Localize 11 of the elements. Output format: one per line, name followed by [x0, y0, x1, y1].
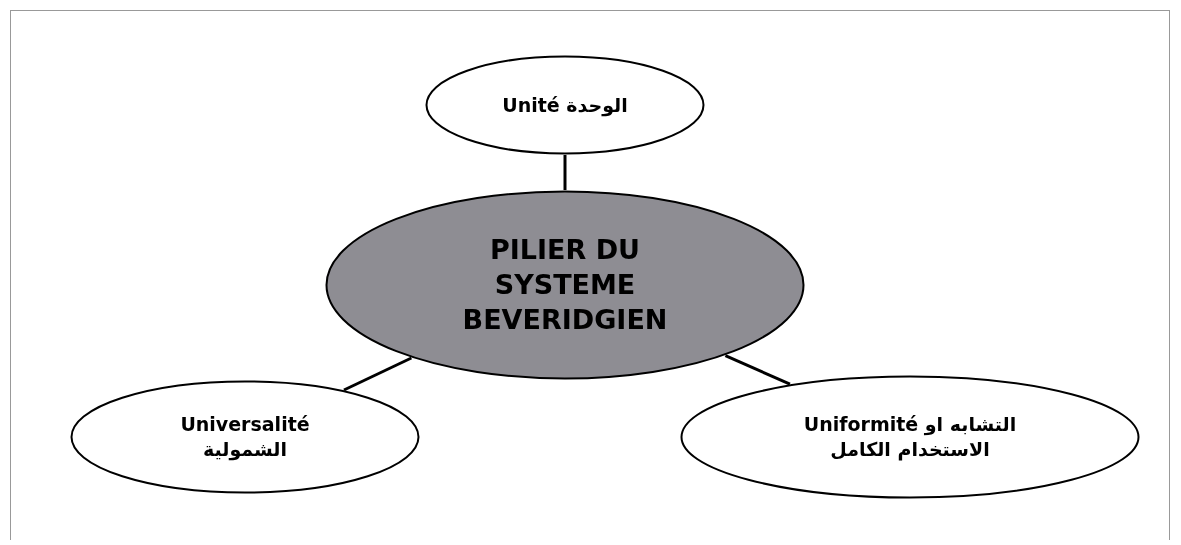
ellipse-node [325, 190, 805, 380]
connector-line [343, 356, 412, 392]
node-label: PILIER DU SYSTEME BEVERIDGIEN [461, 233, 669, 338]
ellipse-node [425, 55, 705, 155]
node-label: Universalité الشمولية [179, 412, 311, 462]
node-label: Uniformité التشابه او الاستخدام الكامل [802, 412, 1018, 462]
ellipse-node [680, 375, 1140, 499]
ellipse-node [70, 380, 420, 494]
node-label: Unité الوحدة [501, 92, 629, 118]
connector-line [563, 155, 567, 190]
connector-line [724, 354, 791, 386]
